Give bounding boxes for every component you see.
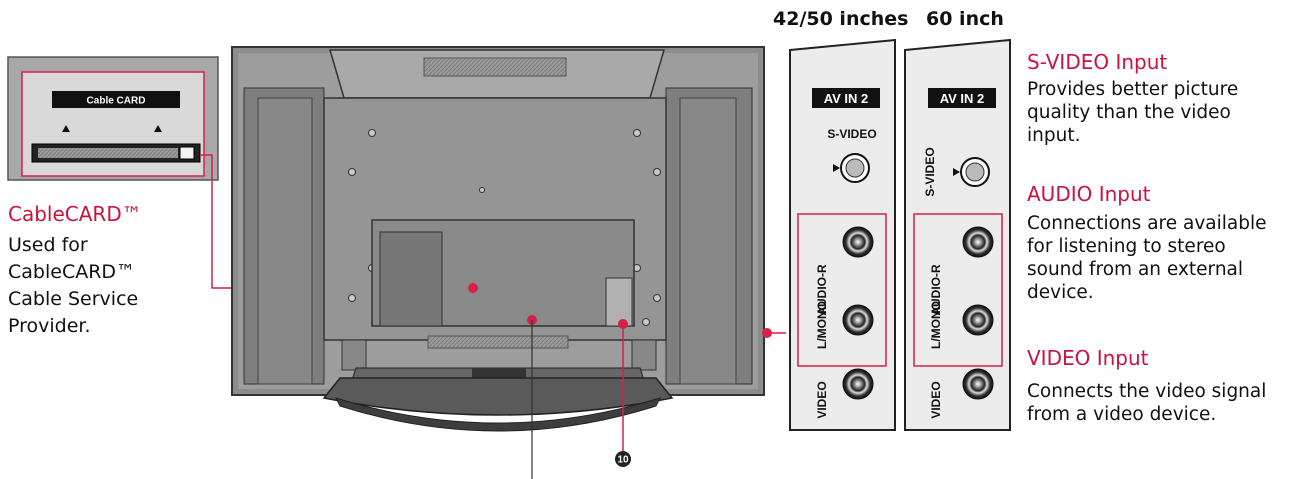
av-in-2-label-box xyxy=(812,88,880,108)
svideo-desc-line-1: Provides better picture xyxy=(1027,79,1239,100)
arrow-right-icon xyxy=(154,125,162,132)
svideo-label-60: S-VIDEO xyxy=(923,147,937,196)
panel-42-50: AV IN 2 S-VIDEO AUDIO-R L/MONO VIDEO xyxy=(789,38,896,431)
audio-r-label: AUDIO-R xyxy=(815,264,829,316)
mono-label-60: L/MONO xyxy=(929,301,943,349)
video-jack-60 xyxy=(962,368,994,400)
video-desc-line-2: from a video device. xyxy=(1027,404,1217,425)
callout-number: 10 xyxy=(617,455,629,466)
cablecard-title: CableCARD™ xyxy=(8,202,142,226)
header-42-50-inches: 42/50 inches xyxy=(773,8,909,30)
svideo-desc-line-2: quality than the video xyxy=(1027,102,1231,123)
svideo-label: S-VIDEO xyxy=(827,127,876,141)
cablecard-slot-label: Cable CARD xyxy=(87,96,146,107)
video-label-60: VIDEO xyxy=(929,381,943,418)
audio-r-label-60: AUDIO-R xyxy=(929,264,943,316)
video-input-title: VIDEO Input xyxy=(1027,346,1149,370)
panel-60: AV IN 2 S-VIDEO AUDIO-R L/MONO VIDEO xyxy=(904,38,1011,431)
cablecard-callout-dot xyxy=(468,283,478,293)
cablecard-desc-line-1: Used for xyxy=(8,234,88,256)
header-60-inch: 60 inch xyxy=(926,8,1004,30)
top-vent xyxy=(423,57,567,77)
av-in-2-label: AV IN 2 xyxy=(824,91,869,106)
svideo-desc-line-3: input. xyxy=(1027,125,1081,146)
audio-r-jack xyxy=(842,226,874,258)
cablecard-desc-line-4: Provider. xyxy=(8,315,91,337)
audio-l-jack xyxy=(842,304,874,336)
audio-desc-line-1: Connections are available xyxy=(1027,213,1267,234)
audio-desc-line-4: device. xyxy=(1027,282,1094,303)
tv-rear-body xyxy=(231,46,765,396)
av-in-2-label-box-60 xyxy=(928,88,996,108)
audio-desc-line-3: sound from an external xyxy=(1027,259,1244,280)
mono-label: L/MONO xyxy=(815,301,829,349)
cablecard-inset: Cable CARD xyxy=(7,56,219,181)
cablecard-slot xyxy=(38,148,178,158)
audio-l-jack-60 xyxy=(962,304,994,336)
arrow-left-icon xyxy=(62,125,70,132)
tv-stand xyxy=(322,367,674,432)
video-jack xyxy=(842,368,874,400)
audio-r-jack-60 xyxy=(962,226,994,258)
audio-group-box xyxy=(797,213,887,367)
cablecard-label-box xyxy=(52,91,180,108)
av-in-2-label-60: AV IN 2 xyxy=(940,91,985,106)
callout-number-badge xyxy=(615,451,631,467)
svideo-input-title: S-VIDEO Input xyxy=(1027,50,1168,74)
cablecard-desc-line-2: CableCARD™ xyxy=(8,261,136,283)
video-desc-line-1: Connects the video signal xyxy=(1027,381,1267,402)
cablecard-desc-line-3: Cable Service xyxy=(8,288,139,310)
audio-group-box-60 xyxy=(913,213,1003,367)
audio-desc-line-2: for listening to stereo xyxy=(1027,236,1226,257)
bottom-vent xyxy=(427,335,569,349)
video-label: VIDEO xyxy=(815,381,829,418)
audio-input-title: AUDIO Input xyxy=(1027,182,1151,206)
